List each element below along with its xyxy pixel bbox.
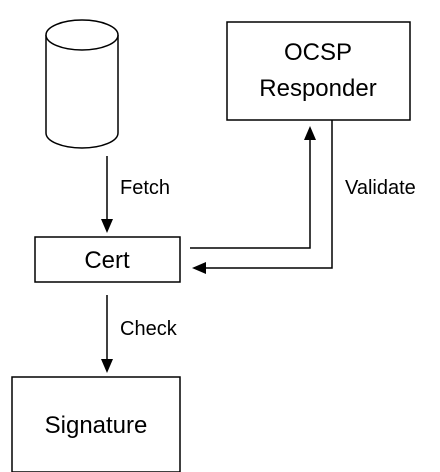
validate-edge: Validate: [190, 120, 416, 274]
validate-response-arrow: [192, 120, 333, 274]
ocsp-responder-node: OCSP Responder: [226, 21, 411, 121]
signature-label: Signature: [45, 412, 148, 439]
ocsp-responder-label-line1: OCSP: [284, 39, 352, 66]
signature-node: Signature: [11, 376, 181, 472]
check-edge: Check: [101, 295, 178, 373]
database-cylinder-top: [45, 19, 119, 51]
fetch-edge: Fetch: [101, 156, 170, 233]
cert-node: Cert: [34, 236, 181, 283]
cert-box: [34, 236, 181, 283]
ocsp-responder-box: [226, 21, 411, 121]
fetch-label: Fetch: [120, 177, 170, 199]
validate-label: Validate: [345, 177, 416, 199]
cert-label: Cert: [84, 247, 130, 274]
database-node: [45, 19, 119, 149]
validate-request-arrow: [190, 126, 316, 249]
ocsp-responder-label-line2: Responder: [259, 75, 376, 102]
signature-box: [11, 376, 181, 472]
database-cylinder-body: [45, 35, 119, 149]
check-label: Check: [120, 318, 178, 340]
